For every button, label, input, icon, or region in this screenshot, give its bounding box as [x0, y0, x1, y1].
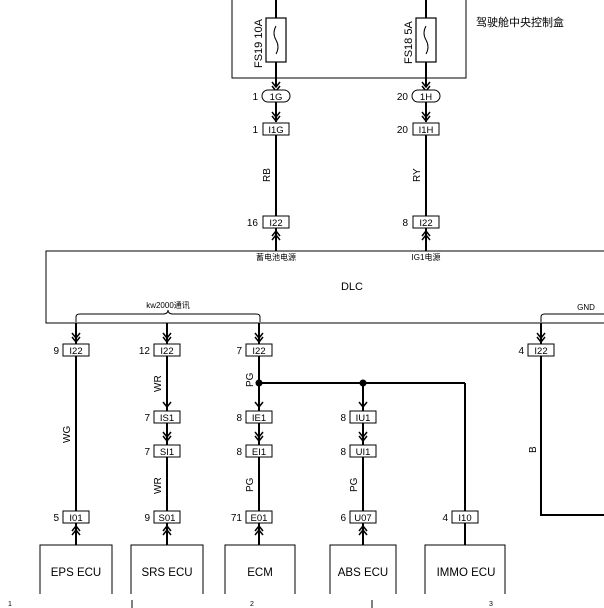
grid-mark: 3 [489, 601, 493, 608]
wire-color-pg: PG [245, 372, 256, 387]
pin-number: 20 [397, 92, 409, 103]
fuse-box-outline [231, 0, 467, 79]
splice-point [255, 379, 263, 387]
connector-label: 1H [420, 92, 432, 103]
pin-number: 16 [247, 218, 259, 229]
srs-ecu-label: SRS ECU [141, 567, 192, 579]
wire-color-rb: RB [262, 168, 273, 182]
pin-number: 1 [252, 125, 258, 136]
pin-number: 4 [442, 513, 448, 524]
pin-number: 9 [53, 346, 59, 357]
battery-power-label: 蓄电池电源 [256, 252, 296, 262]
dlc-title: DLC [341, 281, 363, 293]
pin-number: 8 [340, 447, 346, 458]
wire-color-wr: WR [153, 375, 164, 392]
connector-label: E01 [251, 513, 268, 524]
branch-eps: 9 I22 WG 5 I01 EPS ECU [39, 323, 113, 594]
fuse-fs19-label: FS19 10A [253, 18, 265, 68]
fuse-fs18-label: FS18 5A [403, 21, 415, 64]
grid-mark: 2 [250, 601, 254, 608]
pin-number: 7 [144, 413, 150, 424]
pin-number: 1 [252, 92, 258, 103]
dlc-box [45, 250, 604, 324]
pin-number: 8 [402, 218, 408, 229]
ecm-label: ECM [247, 567, 273, 579]
pin-number: 12 [139, 346, 151, 357]
connector-label: S01 [159, 513, 176, 524]
connector-label: 1G [270, 92, 283, 103]
connector-label: U07 [354, 513, 371, 524]
eps-ecu-box [39, 544, 113, 594]
wire-color-pg: PG [349, 477, 360, 492]
ig1-power-label: IG1电源 [412, 252, 441, 262]
right-feed: 20 1H 20 I1H RY 8 I22 IG1电源 [397, 81, 441, 262]
gnd-label: GND [577, 303, 595, 312]
fuse-fs18-element [423, 25, 429, 55]
pin-number: 20 [397, 125, 409, 136]
connector-label: I22 [69, 346, 82, 357]
pin-number: 4 [518, 346, 524, 357]
abs-ecu-label: ABS ECU [338, 567, 389, 579]
connector-label: I01 [69, 513, 82, 524]
ecm-box [224, 544, 296, 594]
pin-number: 8 [340, 413, 346, 424]
connector-label: SI1 [160, 447, 174, 458]
immo-ecu-label: IMMO ECU [437, 567, 496, 579]
fuse-box-title: 驾驶舱中央控制盒 [476, 15, 564, 29]
pin-number: 8 [236, 447, 242, 458]
connector-label: IU1 [356, 413, 371, 424]
connector-label: I22 [160, 346, 173, 357]
branch-ground: 4 I22 B [518, 323, 604, 516]
pin-number: 6 [340, 513, 346, 524]
connector-label: EI1 [252, 447, 266, 458]
wire-color-pg: PG [245, 477, 256, 492]
branch-abs: 8 IU1 8 UI1 PG 6 U07 ABS ECU [329, 383, 397, 594]
branch-ecm: 7 I22 PG 8 IE1 8 EI1 PG 71 E01 ECM [224, 323, 296, 594]
kw2000-brace [75, 309, 261, 322]
left-feed: 1 1G 1 I1G RB 16 I22 蓄电池电源 [247, 81, 296, 262]
pin-number: 5 [53, 513, 59, 524]
srs-ecu-box [130, 544, 204, 594]
connector-label: I22 [419, 218, 432, 229]
connector-label: I1H [419, 125, 434, 136]
connector-label: I10 [458, 513, 471, 524]
connector-label: I1G [268, 125, 283, 136]
connector-label: UI1 [356, 447, 371, 458]
gnd-brace [540, 313, 604, 322]
pin-number: 9 [144, 513, 150, 524]
branch-srs: 12 I22 WR 7 IS1 7 SI1 WR 9 S01 SRS ECU [130, 323, 204, 594]
wire-color-b: B [528, 446, 539, 453]
eps-ecu-label: EPS ECU [51, 567, 102, 579]
connector-label: IS1 [160, 413, 174, 424]
pin-number: 71 [231, 513, 243, 524]
ground-wire [540, 356, 604, 516]
connector-label: I22 [534, 346, 547, 357]
branch-immo: 4 I10 IMMO ECU [424, 383, 506, 594]
wire-color-wg: WG [62, 426, 73, 443]
connector-label: I22 [252, 346, 265, 357]
pin-number: 7 [236, 346, 242, 357]
grid-mark: 1 [8, 601, 12, 608]
connector-label: I22 [269, 218, 282, 229]
grid-ruler: 1 2 3 [8, 600, 493, 608]
immo-ecu-box [424, 544, 506, 594]
pin-number: 8 [236, 413, 242, 424]
connector-label: IE1 [252, 413, 266, 424]
wire-color-ry: RY [412, 168, 423, 182]
pin-number: 7 [144, 447, 150, 458]
abs-ecu-box [329, 544, 397, 594]
wire-color-wr: WR [153, 477, 164, 494]
fuse-fs19-element [273, 25, 279, 55]
kw2000-label: kw2000通讯 [146, 300, 190, 310]
